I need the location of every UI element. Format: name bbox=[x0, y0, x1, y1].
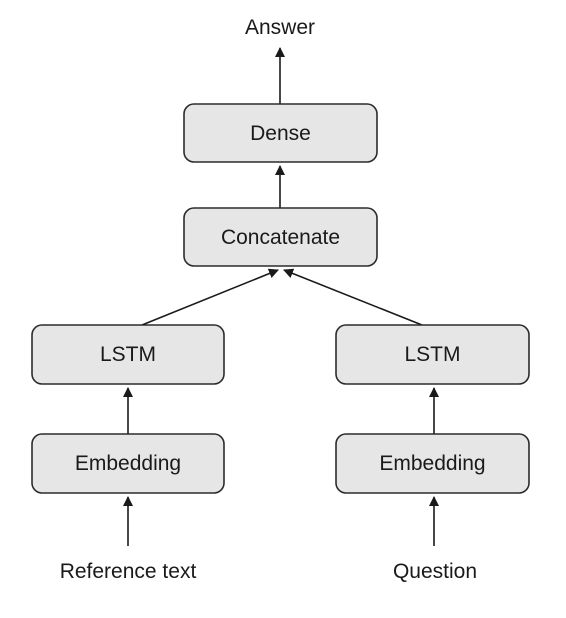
concatenate-node-label: Concatenate bbox=[221, 226, 340, 249]
question-label: Question bbox=[393, 560, 477, 583]
lstm-right-node: LSTM bbox=[335, 324, 530, 385]
lstm-left-node-label: LSTM bbox=[100, 343, 156, 366]
embedding-left-node-label: Embedding bbox=[75, 452, 181, 475]
answer-label: Answer bbox=[245, 16, 315, 39]
embedding-left-node: Embedding bbox=[31, 433, 225, 494]
dense-node-label: Dense bbox=[250, 122, 311, 145]
embedding-right-node: Embedding bbox=[335, 433, 530, 494]
lstm-right-node-label: LSTM bbox=[404, 343, 460, 366]
dense-node: Dense bbox=[183, 103, 378, 163]
embedding-right-node-label: Embedding bbox=[379, 452, 485, 475]
edge-lstm-left-to-concatenate bbox=[141, 268, 279, 326]
concatenate-node: Concatenate bbox=[183, 207, 378, 267]
reference-text-label: Reference text bbox=[60, 560, 197, 583]
lstm-left-node: LSTM bbox=[31, 324, 225, 385]
edge-lstm-right-to-concatenate bbox=[283, 268, 423, 326]
